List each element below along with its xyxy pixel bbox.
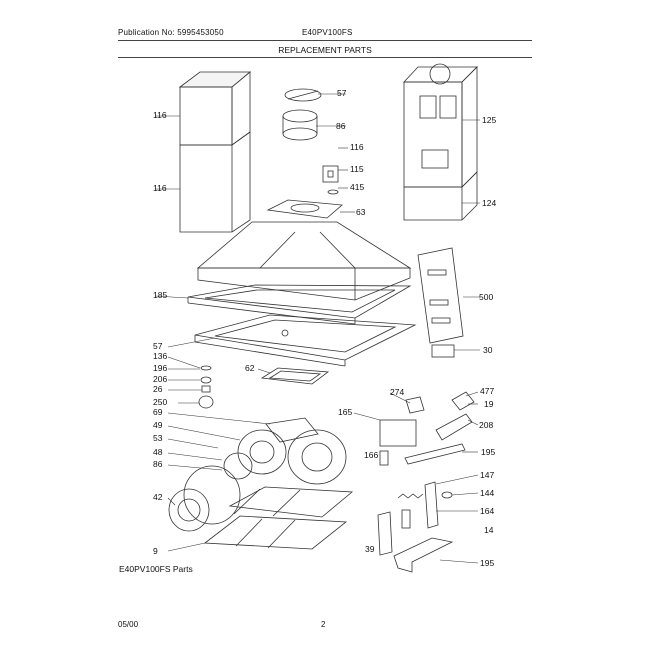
page-number: 2 bbox=[321, 620, 326, 629]
header-rule bbox=[118, 40, 532, 41]
callout-label: 125 bbox=[482, 115, 496, 125]
callout-labels: 116 116 57 86 116 115 415 63 125 124 500… bbox=[153, 88, 496, 568]
callout-label: 48 bbox=[153, 447, 163, 457]
top-plate-drawing bbox=[266, 199, 343, 219]
callout-label: 86 bbox=[153, 459, 163, 469]
callout-label: 30 bbox=[483, 345, 493, 355]
callout-label: 19 bbox=[484, 399, 494, 409]
light-lens-drawing bbox=[260, 367, 330, 385]
callout-label: 53 bbox=[153, 433, 163, 443]
callout-label: 147 bbox=[480, 470, 494, 480]
callout-label: 14 bbox=[484, 525, 494, 535]
callout-label: 26 bbox=[153, 384, 163, 394]
small-ring-drawing bbox=[327, 189, 339, 195]
footer-date: 05/00 bbox=[118, 620, 139, 629]
callout-label: 136 bbox=[153, 351, 167, 361]
title-rule bbox=[118, 57, 532, 58]
callout-label: 124 bbox=[482, 198, 496, 208]
callout-label: 86 bbox=[336, 121, 346, 131]
bottom-panel-drawing bbox=[194, 314, 417, 367]
callout-label: 49 bbox=[153, 420, 163, 430]
callout-label: 500 bbox=[479, 292, 493, 302]
callout-label: 57 bbox=[153, 341, 163, 351]
callout-label: 116 bbox=[153, 110, 167, 120]
diagram-caption: E40PV100FS Parts bbox=[119, 564, 193, 574]
callout-label: 39 bbox=[365, 544, 375, 554]
canopy-hood-drawing bbox=[196, 221, 412, 301]
callout-label: 477 bbox=[480, 386, 494, 396]
callout-label: 208 bbox=[479, 420, 493, 430]
callout-label: 9 bbox=[153, 546, 158, 556]
callout-label: 42 bbox=[153, 492, 163, 502]
callout-label: 166 bbox=[364, 450, 378, 460]
callout-label: 206 bbox=[153, 374, 167, 384]
callout-label: 116 bbox=[350, 142, 364, 152]
grease-filters-drawing bbox=[203, 486, 354, 550]
light-socket-drawing bbox=[198, 365, 214, 409]
blower-assembly-drawing bbox=[168, 417, 347, 532]
page-title: REPLACEMENT PARTS bbox=[278, 45, 372, 55]
callout-label: 116 bbox=[153, 183, 167, 193]
control-panel-drawing bbox=[417, 247, 464, 358]
callout-label: 144 bbox=[480, 488, 494, 498]
callout-label: 274 bbox=[390, 387, 404, 397]
flange-drawing bbox=[282, 109, 318, 141]
filter-frame-drawing bbox=[187, 284, 412, 325]
callout-label: 69 bbox=[153, 407, 163, 417]
callout-label: 185 bbox=[153, 290, 167, 300]
callout-label: 164 bbox=[480, 506, 494, 516]
duct-column-drawing bbox=[403, 63, 478, 221]
right-parts-drawing bbox=[377, 391, 475, 573]
callout-label: 62 bbox=[245, 363, 255, 373]
switch-drawing bbox=[322, 165, 339, 183]
chimney-upper-cover-drawing bbox=[178, 71, 252, 146]
model-number: E40PV100FS bbox=[302, 28, 353, 37]
callout-label: 165 bbox=[338, 407, 352, 417]
callout-label: 196 bbox=[153, 363, 167, 373]
callout-label: 195 bbox=[480, 558, 494, 568]
callout-label: 63 bbox=[356, 207, 366, 217]
callout-label: 195 bbox=[481, 447, 495, 457]
callout-label: 415 bbox=[350, 182, 364, 192]
callout-label: 250 bbox=[153, 397, 167, 407]
damper-drawing bbox=[284, 88, 322, 102]
chimney-lower-cover-drawing bbox=[179, 131, 251, 233]
callout-label: 57 bbox=[337, 88, 347, 98]
publication-number: Publication No: 5995453050 bbox=[118, 28, 224, 37]
callout-label: 115 bbox=[350, 164, 364, 174]
